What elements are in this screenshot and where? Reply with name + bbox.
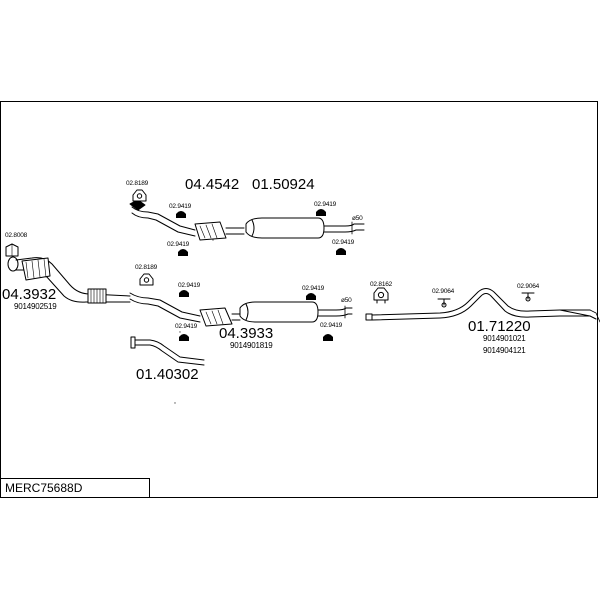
label-upper-assembly-a: 04.4542 xyxy=(185,176,240,193)
upper-assembly-drawing xyxy=(129,199,365,241)
label-clamp: 02.9419 xyxy=(314,201,337,208)
label-diameter: ø50 xyxy=(352,215,363,222)
drawing-specks xyxy=(174,239,214,404)
clamp-icon xyxy=(179,334,189,341)
clamp-icon xyxy=(176,211,186,218)
clamp-icon xyxy=(178,249,188,256)
label-clamp: 02.9419 xyxy=(167,241,190,248)
front-pipe-drawing xyxy=(7,256,131,304)
label-clamp: 02.9419 xyxy=(332,239,355,246)
label-front-bracket: 02.8008 xyxy=(5,232,28,239)
label-bracket-rear: 02.8162 xyxy=(370,281,393,288)
upper-middle-silencer xyxy=(194,221,227,241)
label-hanger: 02.9064 xyxy=(432,288,455,295)
label-tailpipe-oem-a: 9014901021 xyxy=(483,334,526,343)
bracket-icon-rear xyxy=(373,287,389,304)
diagram-code-box: MERC75688D xyxy=(0,478,150,498)
front-pipe-flange xyxy=(7,256,19,272)
middle-rear-silencer xyxy=(239,301,319,323)
label-lower-pipe: 01.40302 xyxy=(136,366,199,383)
diagram-frame xyxy=(0,101,598,498)
label-middle-assembly-oem: 9014901819 xyxy=(230,341,273,350)
clamp-icon xyxy=(316,209,326,216)
diagram-code: MERC75688D xyxy=(5,481,83,495)
label-front-pipe: 04.3932 xyxy=(2,286,57,303)
clamp-icon xyxy=(306,293,316,300)
bracket-icon-upper xyxy=(132,189,147,202)
bracket-icon-middle xyxy=(139,273,154,286)
label-upper-assembly-b: 01.50924 xyxy=(252,176,315,193)
label-front-pipe-oem: 9014902519 xyxy=(14,302,57,311)
label-diameter: ø50 xyxy=(341,297,352,304)
label-bracket-middle: 02.8189 xyxy=(135,264,158,271)
label-tailpipe: 01.71220 xyxy=(468,318,531,335)
clamp-icon xyxy=(323,334,333,341)
label-clamp: 02.9419 xyxy=(302,285,325,292)
clamp-icon xyxy=(336,248,346,255)
hanger-icon xyxy=(437,298,451,308)
hanger-icon xyxy=(521,292,535,302)
label-clamp: 02.9419 xyxy=(178,282,201,289)
middle-silencer xyxy=(199,307,233,327)
label-clamp: 02.9419 xyxy=(175,323,198,330)
catalytic-converter xyxy=(21,257,51,281)
label-middle-assembly: 04.3933 xyxy=(219,325,274,342)
middle-assembly-drawing xyxy=(129,292,353,327)
front-bracket-drawing xyxy=(5,243,19,257)
label-tailpipe-oem-b: 9014904121 xyxy=(483,346,526,355)
label-bracket-upper: 02.8189 xyxy=(126,180,149,187)
label-hanger: 02.9064 xyxy=(517,283,540,290)
lower-pipe-drawing xyxy=(130,336,205,366)
label-clamp: 02.9419 xyxy=(320,322,343,329)
tailpipe-drawing xyxy=(365,288,600,323)
clamp-icon xyxy=(179,290,189,297)
label-clamp: 02.9419 xyxy=(169,203,192,210)
upper-rear-silencer xyxy=(245,217,325,239)
